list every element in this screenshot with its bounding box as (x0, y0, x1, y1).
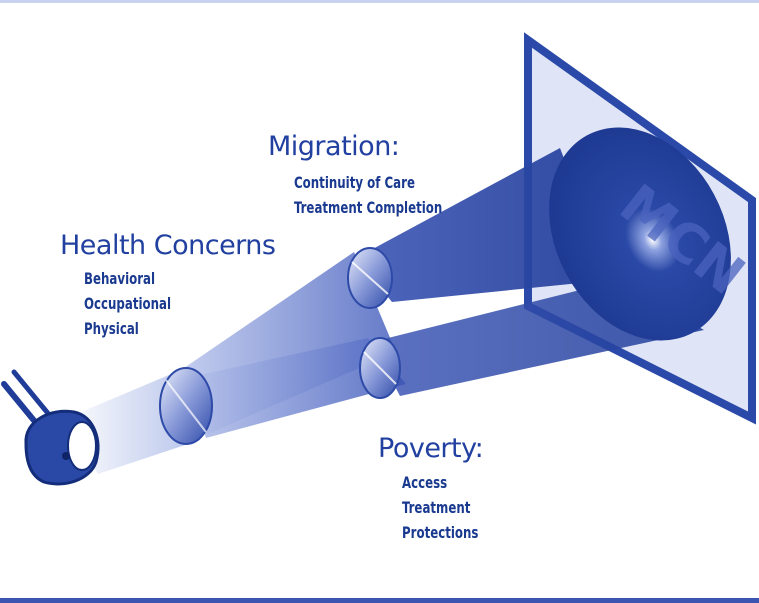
top-rule (0, 0, 759, 3)
migration-title: Migration: (268, 131, 400, 162)
migration-list: Continuity of Care Treatment Completion (294, 170, 442, 220)
health-item: Physical (84, 319, 139, 338)
poverty-title: Poverty: (378, 433, 484, 464)
bottom-rule (0, 598, 759, 603)
light-beam-migration-screen (356, 148, 610, 302)
health-item: Behavioral (84, 269, 156, 288)
poverty-list: Access Treatment Protections (402, 470, 478, 545)
projector-icon (1, 369, 100, 486)
health-concerns-title: Health Concerns (60, 230, 276, 261)
health-concerns-list: Behavioral Occupational Physical (84, 266, 171, 341)
poverty-item: Protections (402, 523, 479, 542)
projected-disc (549, 127, 731, 341)
poverty-item: Treatment (402, 498, 471, 517)
migration-item: Continuity of Care (294, 173, 415, 192)
light-beam-to-poverty (186, 338, 406, 438)
migration-item: Treatment Completion (294, 198, 443, 217)
health-item: Occupational (84, 294, 172, 313)
poverty-item: Access (402, 473, 448, 492)
